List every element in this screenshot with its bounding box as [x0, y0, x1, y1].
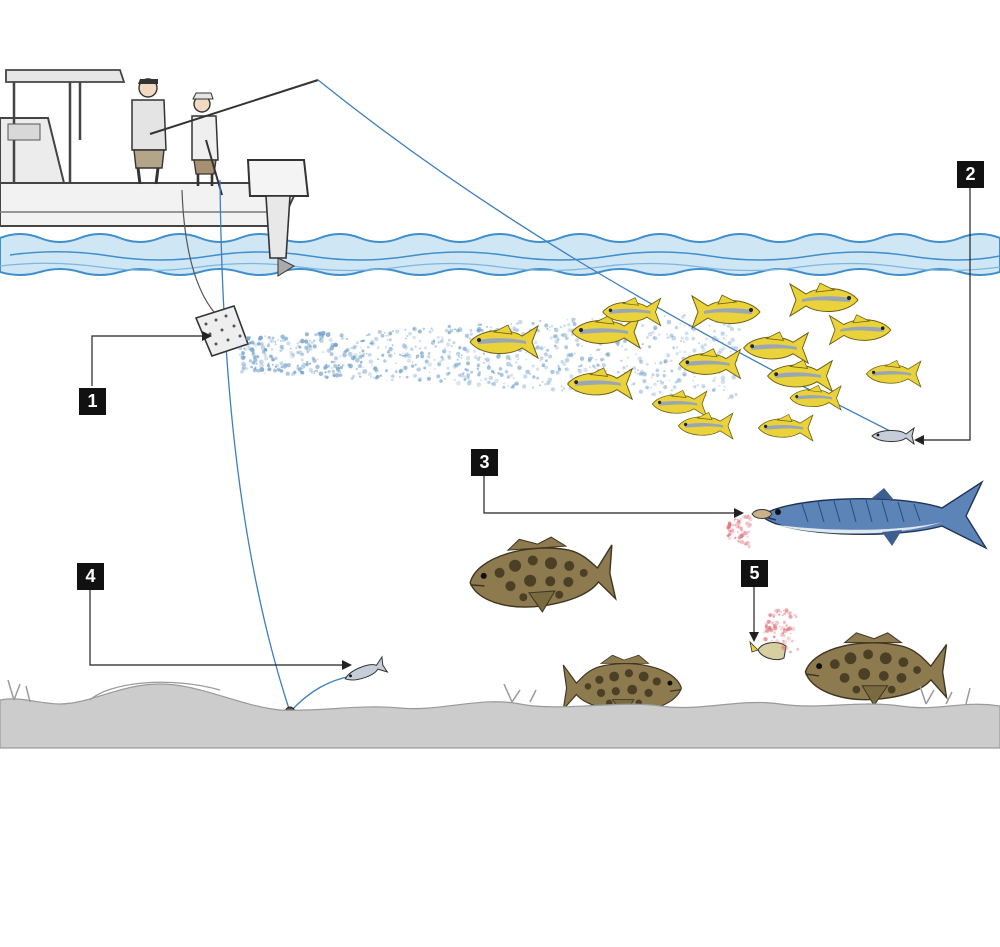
baitfish-icon	[871, 426, 915, 446]
leader-2	[920, 188, 971, 441]
callout-leaders	[89, 188, 971, 666]
fish-scrap	[749, 640, 787, 661]
callout-2: 2	[957, 161, 984, 188]
leader-4	[89, 590, 346, 666]
seabed	[0, 679, 1000, 749]
callout-arrowheads	[202, 331, 924, 670]
callout-3: 3	[471, 449, 498, 476]
boat-icon	[0, 69, 302, 227]
callout-1: 1	[79, 388, 106, 415]
bitten-bait	[751, 509, 773, 519]
fishing-rod	[149, 79, 319, 135]
baitfish-icon	[344, 655, 389, 681]
kingfish-icon	[760, 480, 988, 550]
chum-bag-icon	[194, 305, 250, 357]
callout-4: 4	[77, 563, 104, 590]
blood-plume	[726, 514, 753, 549]
chum-bag-rope	[181, 189, 215, 313]
callout-5: 5	[741, 560, 768, 587]
leader-1	[91, 335, 206, 386]
fishing-rod	[205, 139, 223, 196]
outboard-motor-icon	[246, 159, 310, 277]
blood-plume	[763, 608, 800, 654]
angler-icon	[191, 92, 219, 186]
fishing-line-bottom	[219, 179, 291, 713]
leader-3	[483, 476, 738, 514]
angler-icon	[131, 78, 167, 185]
